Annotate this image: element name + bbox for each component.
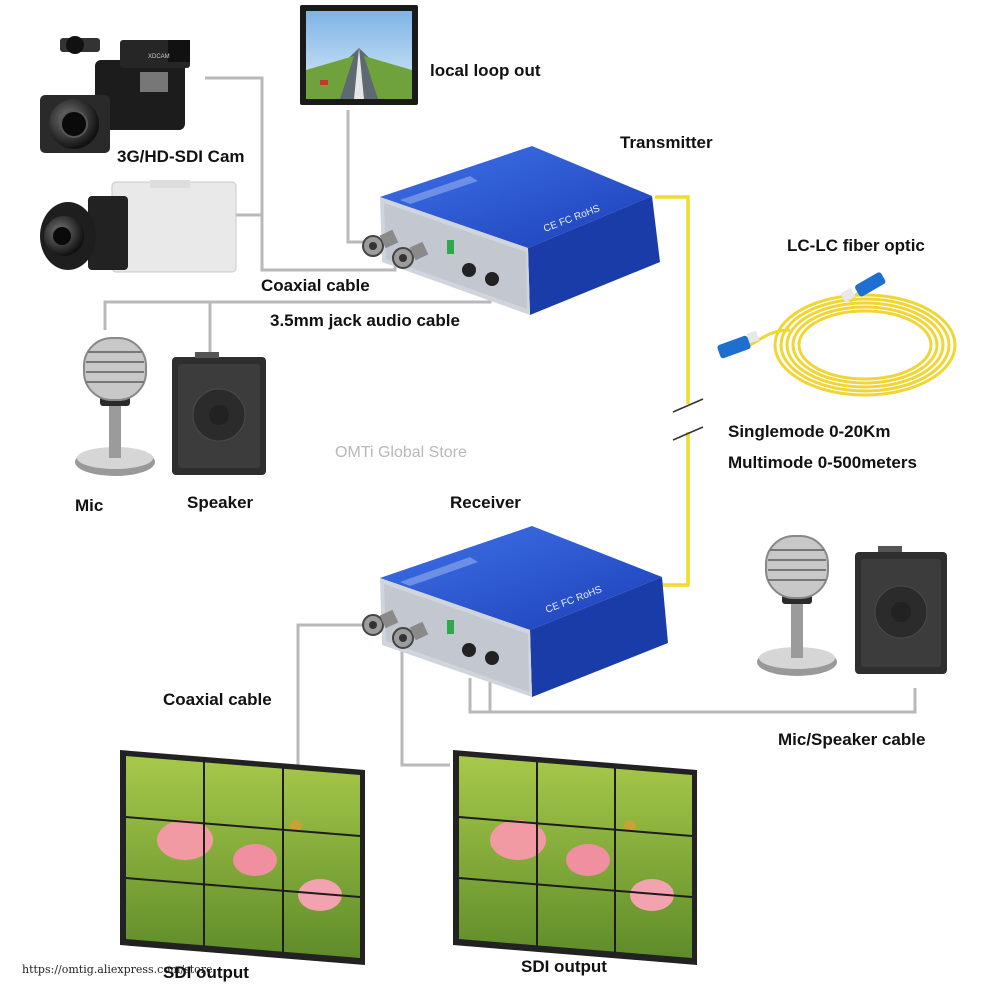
label-lc-fiber: LC-LC fiber optic bbox=[787, 236, 925, 255]
transmitter-audio-jack-2 bbox=[485, 272, 499, 286]
label-coaxial-cable-top: Coaxial cable bbox=[261, 276, 370, 295]
receiver-audio-jack-1 bbox=[462, 643, 476, 657]
label-local-loop-out: local loop out bbox=[430, 61, 541, 80]
transmitter-leds bbox=[447, 240, 454, 254]
receiver-leds bbox=[447, 620, 454, 634]
speaker-right bbox=[855, 546, 947, 674]
video-wall-right bbox=[453, 750, 697, 965]
store-watermark: OMTi Global Store bbox=[335, 444, 467, 461]
speaker-left bbox=[172, 352, 266, 475]
label-cam: 3G/HD-SDI Cam bbox=[117, 147, 245, 166]
lc-connector-left bbox=[717, 330, 760, 359]
label-jack-audio-cable: 3.5mm jack audio cable bbox=[270, 311, 460, 330]
svg-text:XDCAM: XDCAM bbox=[148, 54, 170, 60]
label-multimode: Multimode 0-500meters bbox=[728, 453, 917, 472]
label-sdi-output-left: SDI output bbox=[163, 963, 249, 982]
transmitter-device: CE FC RoHS bbox=[362, 146, 660, 315]
fiber-break-marks bbox=[672, 398, 704, 441]
label-receiver: Receiver bbox=[450, 493, 521, 512]
receiver-device: CE FC RoHS bbox=[362, 526, 668, 697]
box-camera bbox=[40, 180, 237, 273]
microphone-left bbox=[75, 337, 155, 476]
label-speaker: Speaker bbox=[187, 493, 254, 512]
camcorder: XDCAM bbox=[40, 36, 190, 153]
store-url[interactable]: https://omtig.aliexpress.com/store bbox=[22, 963, 213, 976]
microphone-right bbox=[757, 535, 837, 676]
transmitter-bnc-connectors bbox=[362, 229, 429, 269]
label-transmitter: Transmitter bbox=[620, 133, 713, 152]
video-wall-left bbox=[120, 750, 365, 965]
label-coaxial-cable-bottom: Coaxial cable bbox=[163, 690, 272, 709]
fiber-optic-coil bbox=[749, 283, 957, 397]
label-singlemode: Singlemode 0-20Km bbox=[728, 422, 891, 441]
fiber-link bbox=[655, 195, 690, 587]
receiver-output-cables bbox=[296, 623, 917, 768]
label-mic: Mic bbox=[75, 496, 104, 515]
lc-connector-right bbox=[840, 272, 886, 303]
loop-out-monitor bbox=[300, 5, 418, 105]
receiver-bnc-connectors bbox=[362, 609, 429, 649]
transmitter-audio-jack-1 bbox=[462, 263, 476, 277]
label-mic-speaker-cable: Mic/Speaker cable bbox=[778, 730, 926, 749]
receiver-audio-jack-2 bbox=[485, 651, 499, 665]
label-sdi-output-right: SDI output bbox=[521, 957, 607, 976]
